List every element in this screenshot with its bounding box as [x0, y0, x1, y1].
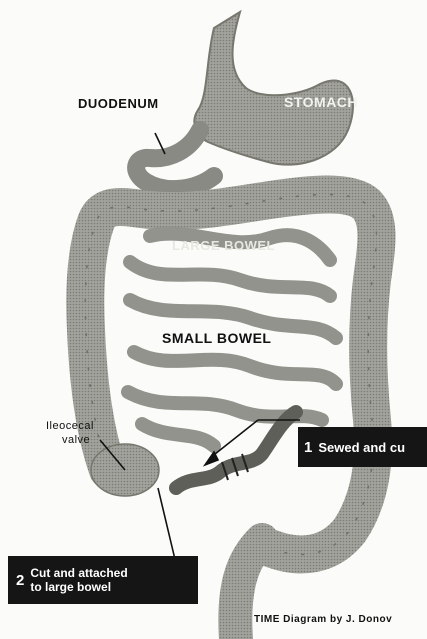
ileocecal-label-line2: valve [62, 434, 90, 446]
callout-1-number: 1 [304, 439, 312, 456]
diagram-credit: TIME Diagram by J. Donov [254, 614, 392, 625]
stomach-label: STOMACH [284, 94, 358, 110]
duodenum-label: DUODENUM [78, 96, 159, 111]
small-bowel-label: SMALL BOWEL [162, 330, 271, 346]
large-bowel-label: LARGE BOWEL [172, 238, 275, 253]
callout-1-text: Sewed and cu [318, 440, 405, 455]
callout-2-number: 2 [16, 572, 24, 589]
callout-2-text-line2: to large bowel [30, 580, 127, 594]
resected-ileum-shape [176, 412, 296, 488]
callout-sewed: 1 Sewed and cu [298, 427, 427, 467]
stomach-shape [194, 12, 353, 165]
callout-cut-attached: 2 Cut and attached to large bowel [8, 556, 198, 604]
duodenum-shape [136, 130, 214, 189]
callout-2-text-line1: Cut and attached [30, 566, 127, 580]
ileocecal-label-line1: Ileocecal [46, 420, 94, 432]
